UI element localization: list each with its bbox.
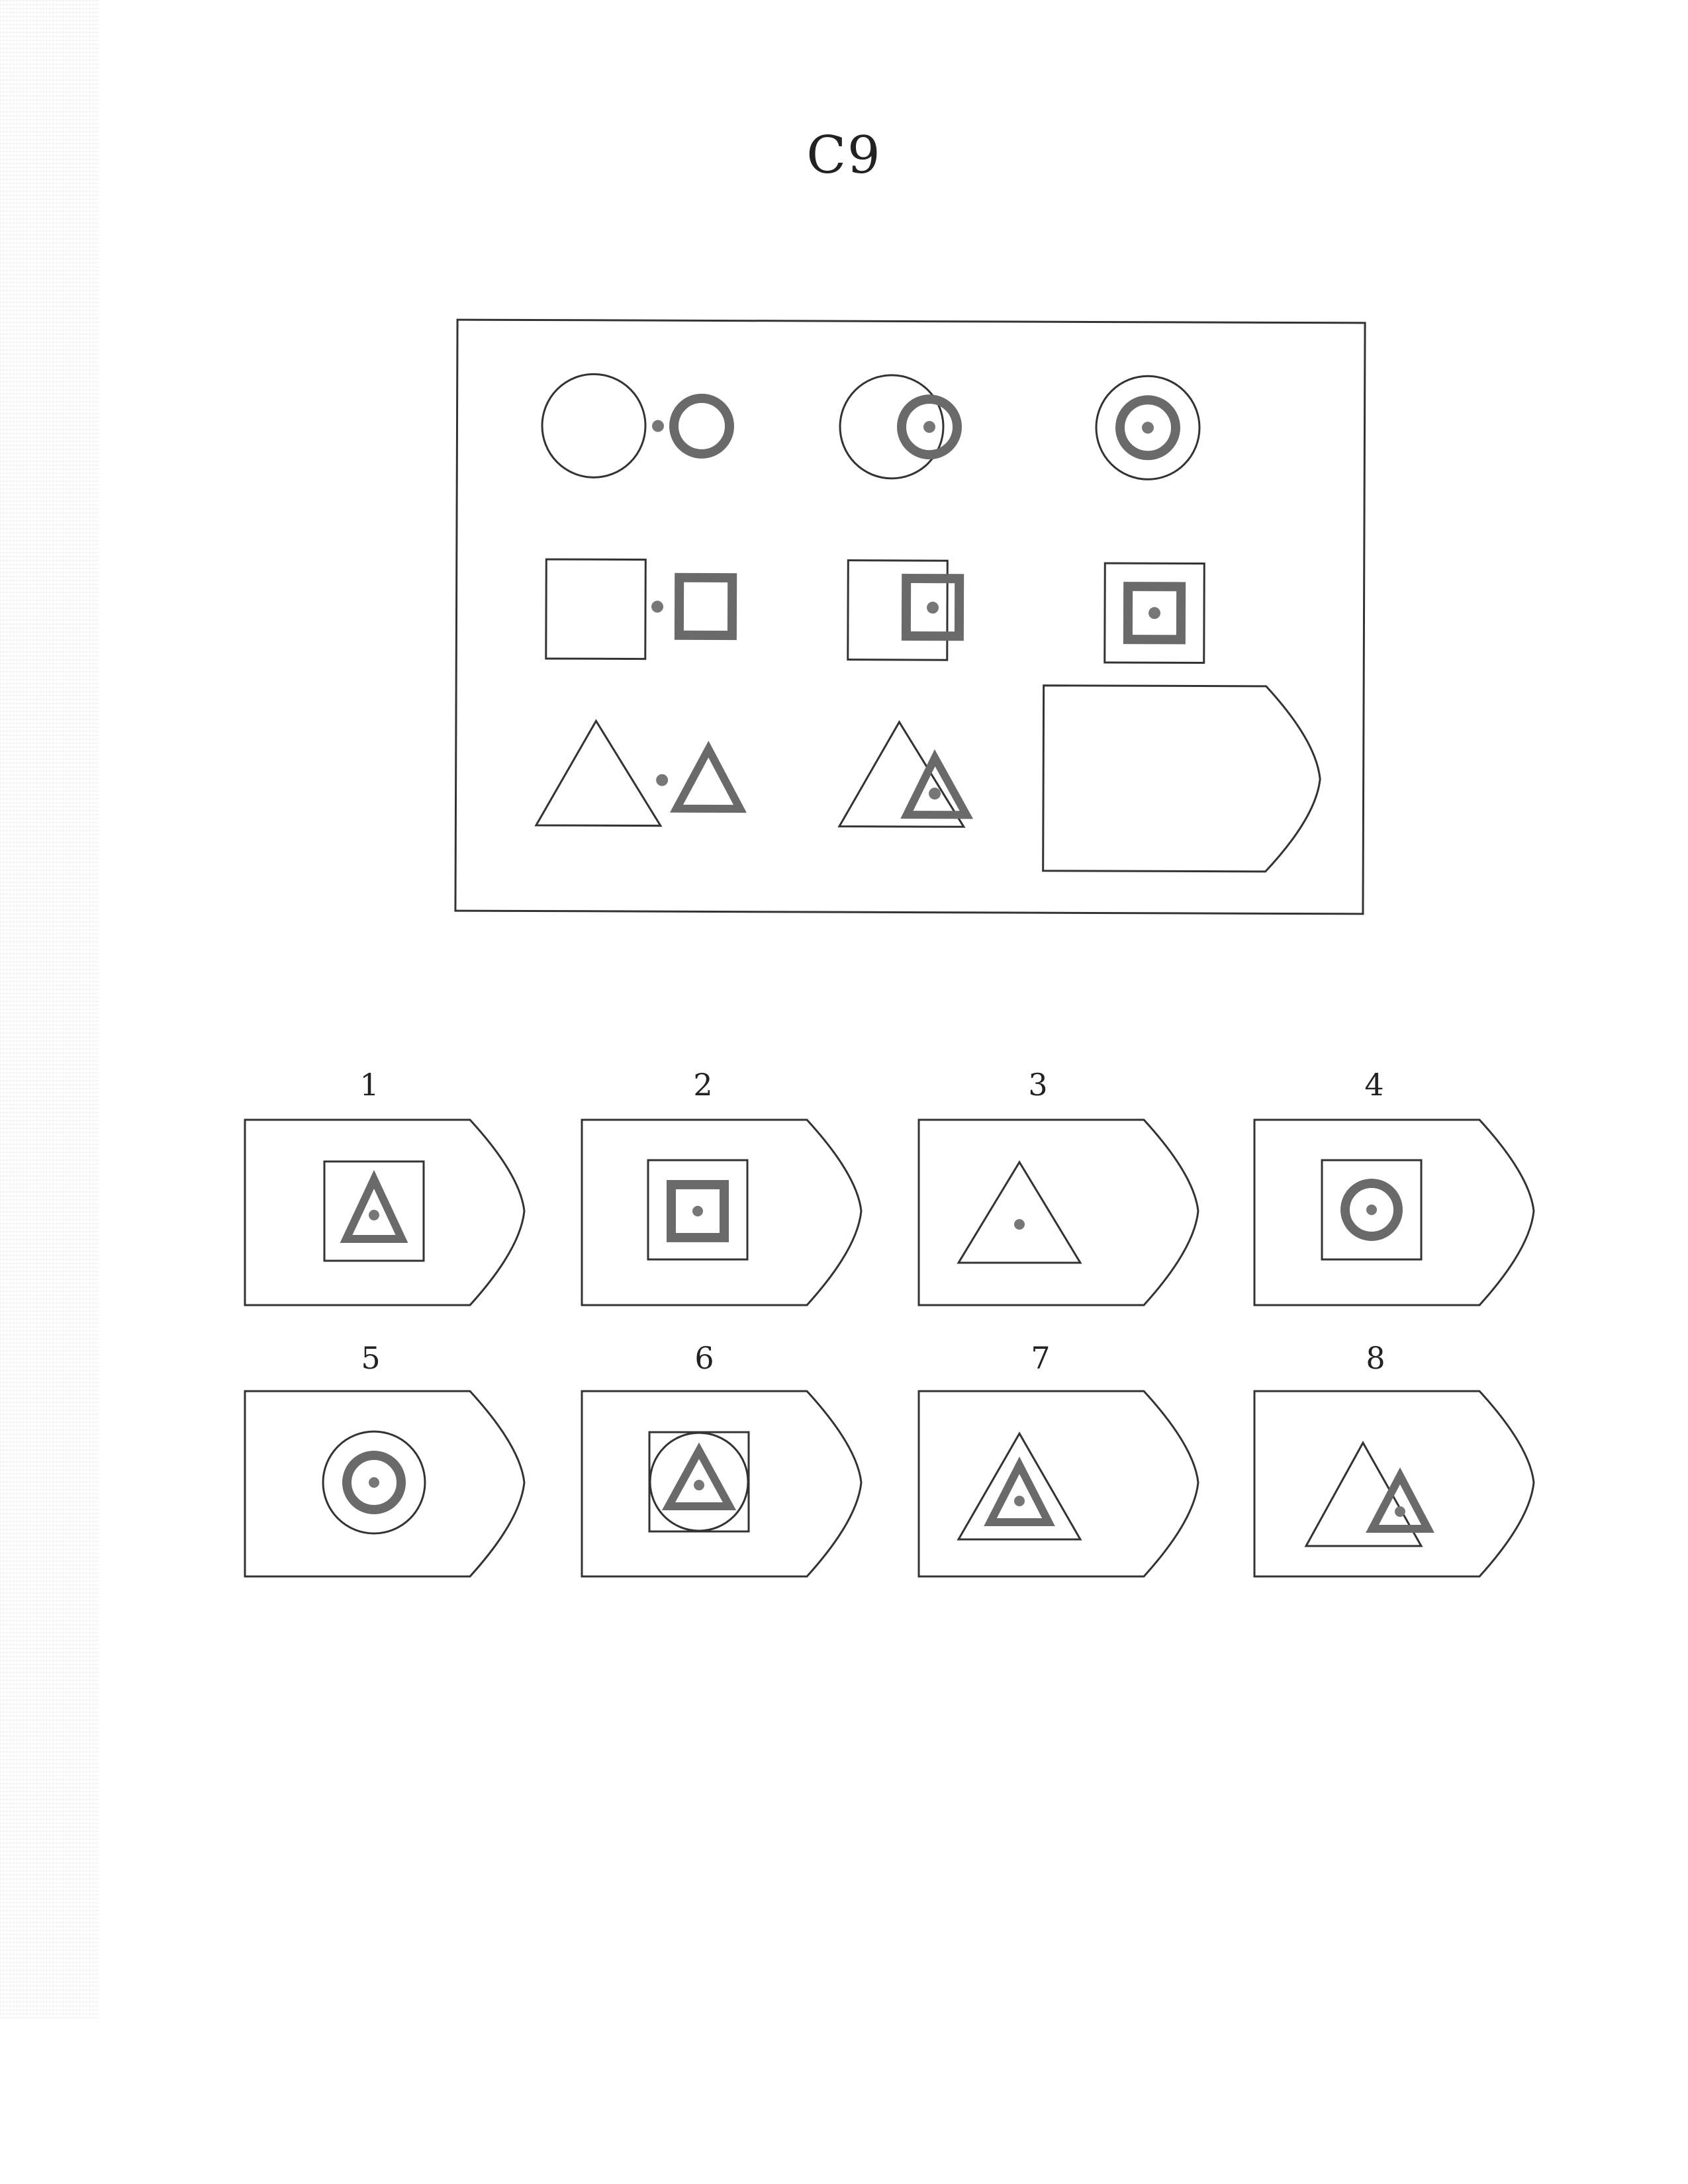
option-7[interactable] xyxy=(917,1390,1209,1582)
option-6[interactable] xyxy=(581,1390,872,1582)
option-1-label: 1 xyxy=(359,1067,379,1103)
cell-r3c1 xyxy=(534,719,747,827)
option-6-label: 6 xyxy=(694,1340,714,1376)
cell-r2c1 xyxy=(545,558,737,660)
matrix-figures xyxy=(534,373,1321,873)
option-2-label: 2 xyxy=(693,1067,713,1103)
option-1[interactable] xyxy=(244,1118,535,1310)
option-2[interactable] xyxy=(581,1118,872,1310)
option-3[interactable] xyxy=(917,1118,1209,1310)
option-5-label: 5 xyxy=(361,1340,381,1376)
option-5[interactable] xyxy=(244,1390,535,1582)
cell-r1c1 xyxy=(541,373,735,478)
option-4[interactable] xyxy=(1253,1118,1544,1310)
cell-r2c2 xyxy=(847,559,964,661)
page-title: C9 xyxy=(806,126,882,185)
cell-r2c3 xyxy=(1103,562,1205,664)
cell-r1c2 xyxy=(839,374,962,480)
scan-edge-texture xyxy=(0,0,99,2019)
option-4-label: 4 xyxy=(1364,1067,1384,1103)
cell-r1c3 xyxy=(1095,375,1201,480)
option-8-label: 8 xyxy=(1366,1340,1385,1376)
option-8[interactable] xyxy=(1253,1390,1544,1582)
missing-cell-frame xyxy=(1042,684,1321,873)
option-7-label: 7 xyxy=(1031,1340,1051,1376)
cell-r3c2 xyxy=(837,720,974,828)
option-3-label: 3 xyxy=(1028,1067,1048,1103)
problem-matrix xyxy=(454,318,1366,915)
